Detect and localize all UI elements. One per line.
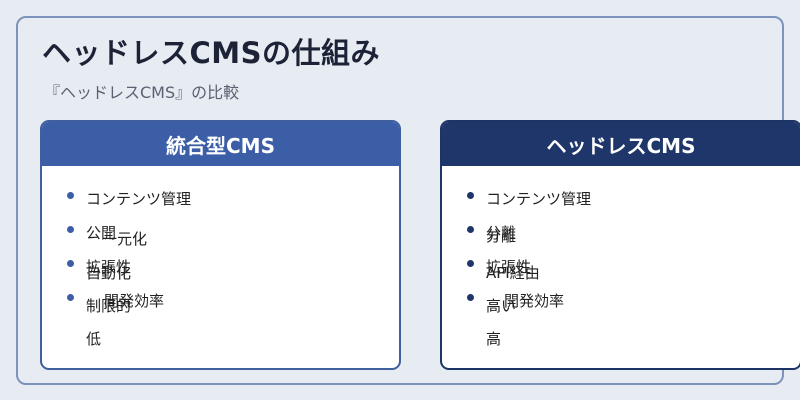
headless-cms-card: ヘッドレスCMS コンテンツ管理 分離 分離 拡張性 API経由 開発効率 高い…	[440, 120, 800, 370]
bullet-icon	[467, 260, 474, 267]
card-heading: ヘッドレスCMS	[442, 122, 800, 166]
list-item-extra: 低	[86, 330, 102, 348]
list-item-extra: 高	[486, 330, 502, 348]
list-item: 公開	[86, 224, 117, 242]
card-heading: 統合型CMS	[42, 122, 399, 166]
bullet-icon	[467, 294, 474, 301]
card-body: コンテンツ管理 分離 分離 拡張性 API経由 開発効率 高い 高	[442, 166, 800, 368]
list-item-overlap: 制限的	[86, 297, 132, 315]
list-item: 開発効率	[104, 292, 165, 310]
page-title: ヘッドレスCMSの仕組み	[42, 36, 381, 70]
list-item: 開発効率	[504, 292, 565, 310]
list-item: 拡張性	[486, 258, 532, 276]
bullet-icon	[467, 226, 474, 233]
list-item: 分離	[486, 224, 517, 242]
card-body: コンテンツ管理 公開 一元化 拡張性 自動化 開発効率 制限的 低	[42, 166, 399, 368]
list-item: コンテンツ管理	[86, 190, 192, 208]
page-subtitle: 『ヘッドレスCMS』の比較	[44, 83, 240, 102]
bullet-icon	[67, 294, 74, 301]
list-item-overlap: 一元化	[102, 230, 148, 248]
list-item: コンテンツ管理	[486, 190, 592, 208]
list-item-overlap: 自動化	[86, 264, 132, 282]
integrated-cms-card: 統合型CMS コンテンツ管理 公開 一元化 拡張性 自動化 開発効率 制限的 低	[40, 120, 401, 370]
bullet-icon	[67, 192, 74, 199]
list-item-overlap: API経由	[486, 264, 540, 282]
bullet-icon	[467, 192, 474, 199]
list-item-overlap: 高い	[486, 297, 517, 315]
list-item: 拡張性	[86, 258, 132, 276]
bullet-icon	[67, 260, 74, 267]
list-item-overlap: 分離	[486, 227, 517, 245]
bullet-icon	[67, 226, 74, 233]
